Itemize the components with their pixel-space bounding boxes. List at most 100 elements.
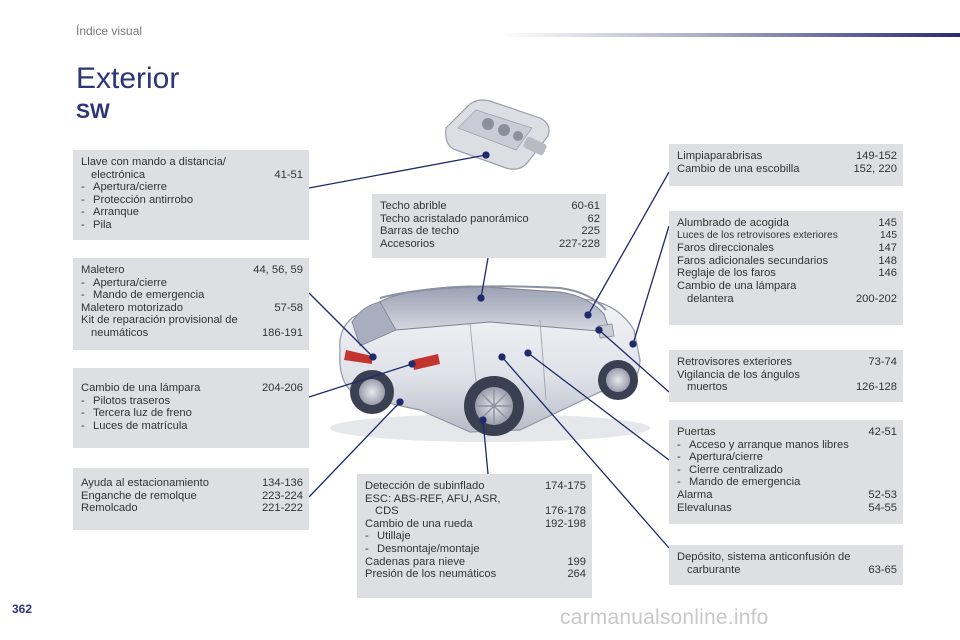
maletero-label: Maletero xyxy=(81,264,125,276)
llave-title-line1: Llave con mando a distancia/ xyxy=(81,156,226,168)
page-subtitle: SW xyxy=(76,100,110,123)
llave-item: -Arranque xyxy=(81,206,140,219)
box-deposito: Depósito, sistema anticonfusión de carbu… xyxy=(669,545,903,585)
escobilla-label: Cambio de una escobilla xyxy=(677,162,800,175)
box-deteccion: Detección de subinflado 174-175 ESC: ABS-… xyxy=(357,474,592,598)
puertas-item: -Cierre centralizado xyxy=(677,463,783,476)
faros-adicionales-label: Faros adicionales secundarios xyxy=(677,254,829,267)
puertas-pages: 42-51 xyxy=(868,426,897,438)
watermark: carmanualsonline.info xyxy=(560,606,769,629)
vigilancia-pages: 126-128 xyxy=(855,381,897,394)
leader-lines xyxy=(308,151,670,549)
llave-item: -Pila xyxy=(81,218,112,231)
deteccion-pages: 174-175 xyxy=(544,480,586,492)
lampara-trasera-item: -Tercera luz de freno xyxy=(81,407,192,420)
deposito-pages: 63-65 xyxy=(868,563,897,576)
accesorios-pages: 227-228 xyxy=(558,237,600,250)
elevalunas-label: Elevalunas xyxy=(677,501,732,514)
maletero-motorizado-pages: 57-58 xyxy=(274,301,303,314)
vigilancia-cont: muertos xyxy=(687,381,728,394)
barras-techo-label: Barras de techo xyxy=(380,225,459,238)
deposito-cont: carburante xyxy=(687,563,741,576)
lampara-trasera-item: -Luces de matrícula xyxy=(81,419,188,432)
puertas-item: -Mando de emergencia xyxy=(677,476,801,489)
deteccion-label: Detección de subinflado xyxy=(365,480,485,492)
deposito-label: Depósito, sistema anticonfusión de xyxy=(677,551,851,563)
alarma-label: Alarma xyxy=(677,488,713,501)
reglaje-faros-label: Reglaje de los faros xyxy=(677,267,776,280)
remolcado-label: Remolcado xyxy=(81,502,138,515)
llave-pages: 41-51 xyxy=(274,168,303,181)
key-fob-icon xyxy=(445,99,550,170)
retrovisores-pages: 73-74 xyxy=(868,356,897,368)
ayuda-label: Ayuda al estacionamiento xyxy=(81,477,209,489)
header-rule xyxy=(500,33,960,37)
page-title: Exterior xyxy=(76,62,180,95)
retrovisores-label: Retrovisores exteriores xyxy=(677,356,793,368)
box-techo: Techo abrible 60-61 Techo acristalado pan… xyxy=(372,194,606,258)
cambio-rueda-item: -Desmontaje/montaje xyxy=(365,542,480,555)
box-alumbrado: Alumbrado de acogida 145 Luces de los ret… xyxy=(669,211,903,325)
cambio-rueda-pages: 192-198 xyxy=(544,517,586,530)
presion-label: Presión de los neumáticos xyxy=(365,568,497,581)
faros-adicionales-pages: 148 xyxy=(878,254,897,267)
puertas-item: -Apertura/cierre xyxy=(677,451,763,464)
maletero-motorizado-label: Maletero motorizado xyxy=(81,301,183,314)
remolcado-pages: 221-222 xyxy=(261,502,303,515)
car-sw-icon xyxy=(330,285,650,442)
techo-acristalado-pages: 62 xyxy=(587,212,600,225)
page-number: 362 xyxy=(12,602,33,616)
faros-direccionales-label: Faros direccionales xyxy=(677,242,775,255)
llave-title-line2: electrónica xyxy=(91,168,146,181)
accesorios-label: Accesorios xyxy=(380,237,435,250)
alarma-pages: 52-53 xyxy=(868,488,897,501)
alumbrado-acogida-pages: 145 xyxy=(878,217,897,229)
box-llave: Llave con mando a distancia/ electrónica… xyxy=(73,150,309,240)
box-ayuda: Ayuda al estacionamiento 134-136 Enganche… xyxy=(73,468,309,530)
cambio-rueda-label: Cambio de una rueda xyxy=(365,517,473,530)
lampara-trasera-pages: 204-206 xyxy=(261,382,303,394)
escobilla-pages: 152, 220 xyxy=(853,162,897,175)
cadenas-pages: 199 xyxy=(567,555,586,568)
lampara-delantera-label: Cambio de una lámpara xyxy=(677,279,797,292)
techo-acristalado-label: Techo acristalado panorámico xyxy=(380,212,529,225)
limpiaparabrisas-label: Limpiaparabrisas xyxy=(677,150,763,162)
techo-abrible-label: Techo abrible xyxy=(380,200,447,212)
faros-direccionales-pages: 147 xyxy=(878,242,897,255)
maletero-pages: 44, 56, 59 xyxy=(253,264,303,276)
enganche-pages: 223-224 xyxy=(261,489,303,502)
lampara-delantera-pages: 200-202 xyxy=(855,292,897,305)
maletero-item: -Mando de emergencia xyxy=(81,289,205,302)
box-maletero: Maletero 44, 56, 59 -Apertura/cierre -Man… xyxy=(73,258,309,350)
vigilancia-label: Vigilancia de los ángulos xyxy=(677,368,800,381)
ayuda-pages: 134-136 xyxy=(261,477,303,489)
cadenas-label: Cadenas para nieve xyxy=(365,555,466,568)
maletero-item: -Apertura/cierre xyxy=(81,276,167,289)
alumbrado-acogida-label: Alumbrado de acogida xyxy=(677,217,789,229)
kit-reparacion-label: Kit de reparación provisional de xyxy=(81,314,238,327)
barras-techo-pages: 225 xyxy=(581,225,600,238)
esc-pages: 176-178 xyxy=(544,505,586,518)
lampara-trasera-item: -Pilotos traseros xyxy=(81,394,171,407)
techo-abrible-pages: 60-61 xyxy=(571,200,600,212)
cambio-rueda-item: -Utillaje xyxy=(365,530,411,543)
luces-retrovisores-pages: 145 xyxy=(880,229,897,241)
box-retrovisores: Retrovisores exteriores 73-74 Vigilancia … xyxy=(669,350,903,402)
puertas-label: Puertas xyxy=(677,426,716,438)
kit-reparacion-pages: 186-191 xyxy=(261,326,303,339)
elevalunas-pages: 54-55 xyxy=(868,501,897,514)
esc-label: ESC: ABS-REF, AFU, ASR, xyxy=(365,492,501,505)
esc-cont: CDS xyxy=(375,505,399,518)
luces-retrovisores-label: Luces de los retrovisores exteriores xyxy=(677,229,838,241)
presion-pages: 264 xyxy=(567,568,586,581)
puertas-item: -Acceso y arranque manos libres xyxy=(677,438,849,451)
llave-item: -Apertura/cierre xyxy=(81,181,167,194)
enganche-label: Enganche de remolque xyxy=(81,489,197,502)
box-puertas: Puertas 42-51 -Acceso y arranque manos li… xyxy=(669,420,903,524)
reglaje-faros-pages: 146 xyxy=(878,267,897,280)
lampara-delantera-cont: delantera xyxy=(687,292,734,305)
section-header: Índice visual xyxy=(76,24,143,38)
